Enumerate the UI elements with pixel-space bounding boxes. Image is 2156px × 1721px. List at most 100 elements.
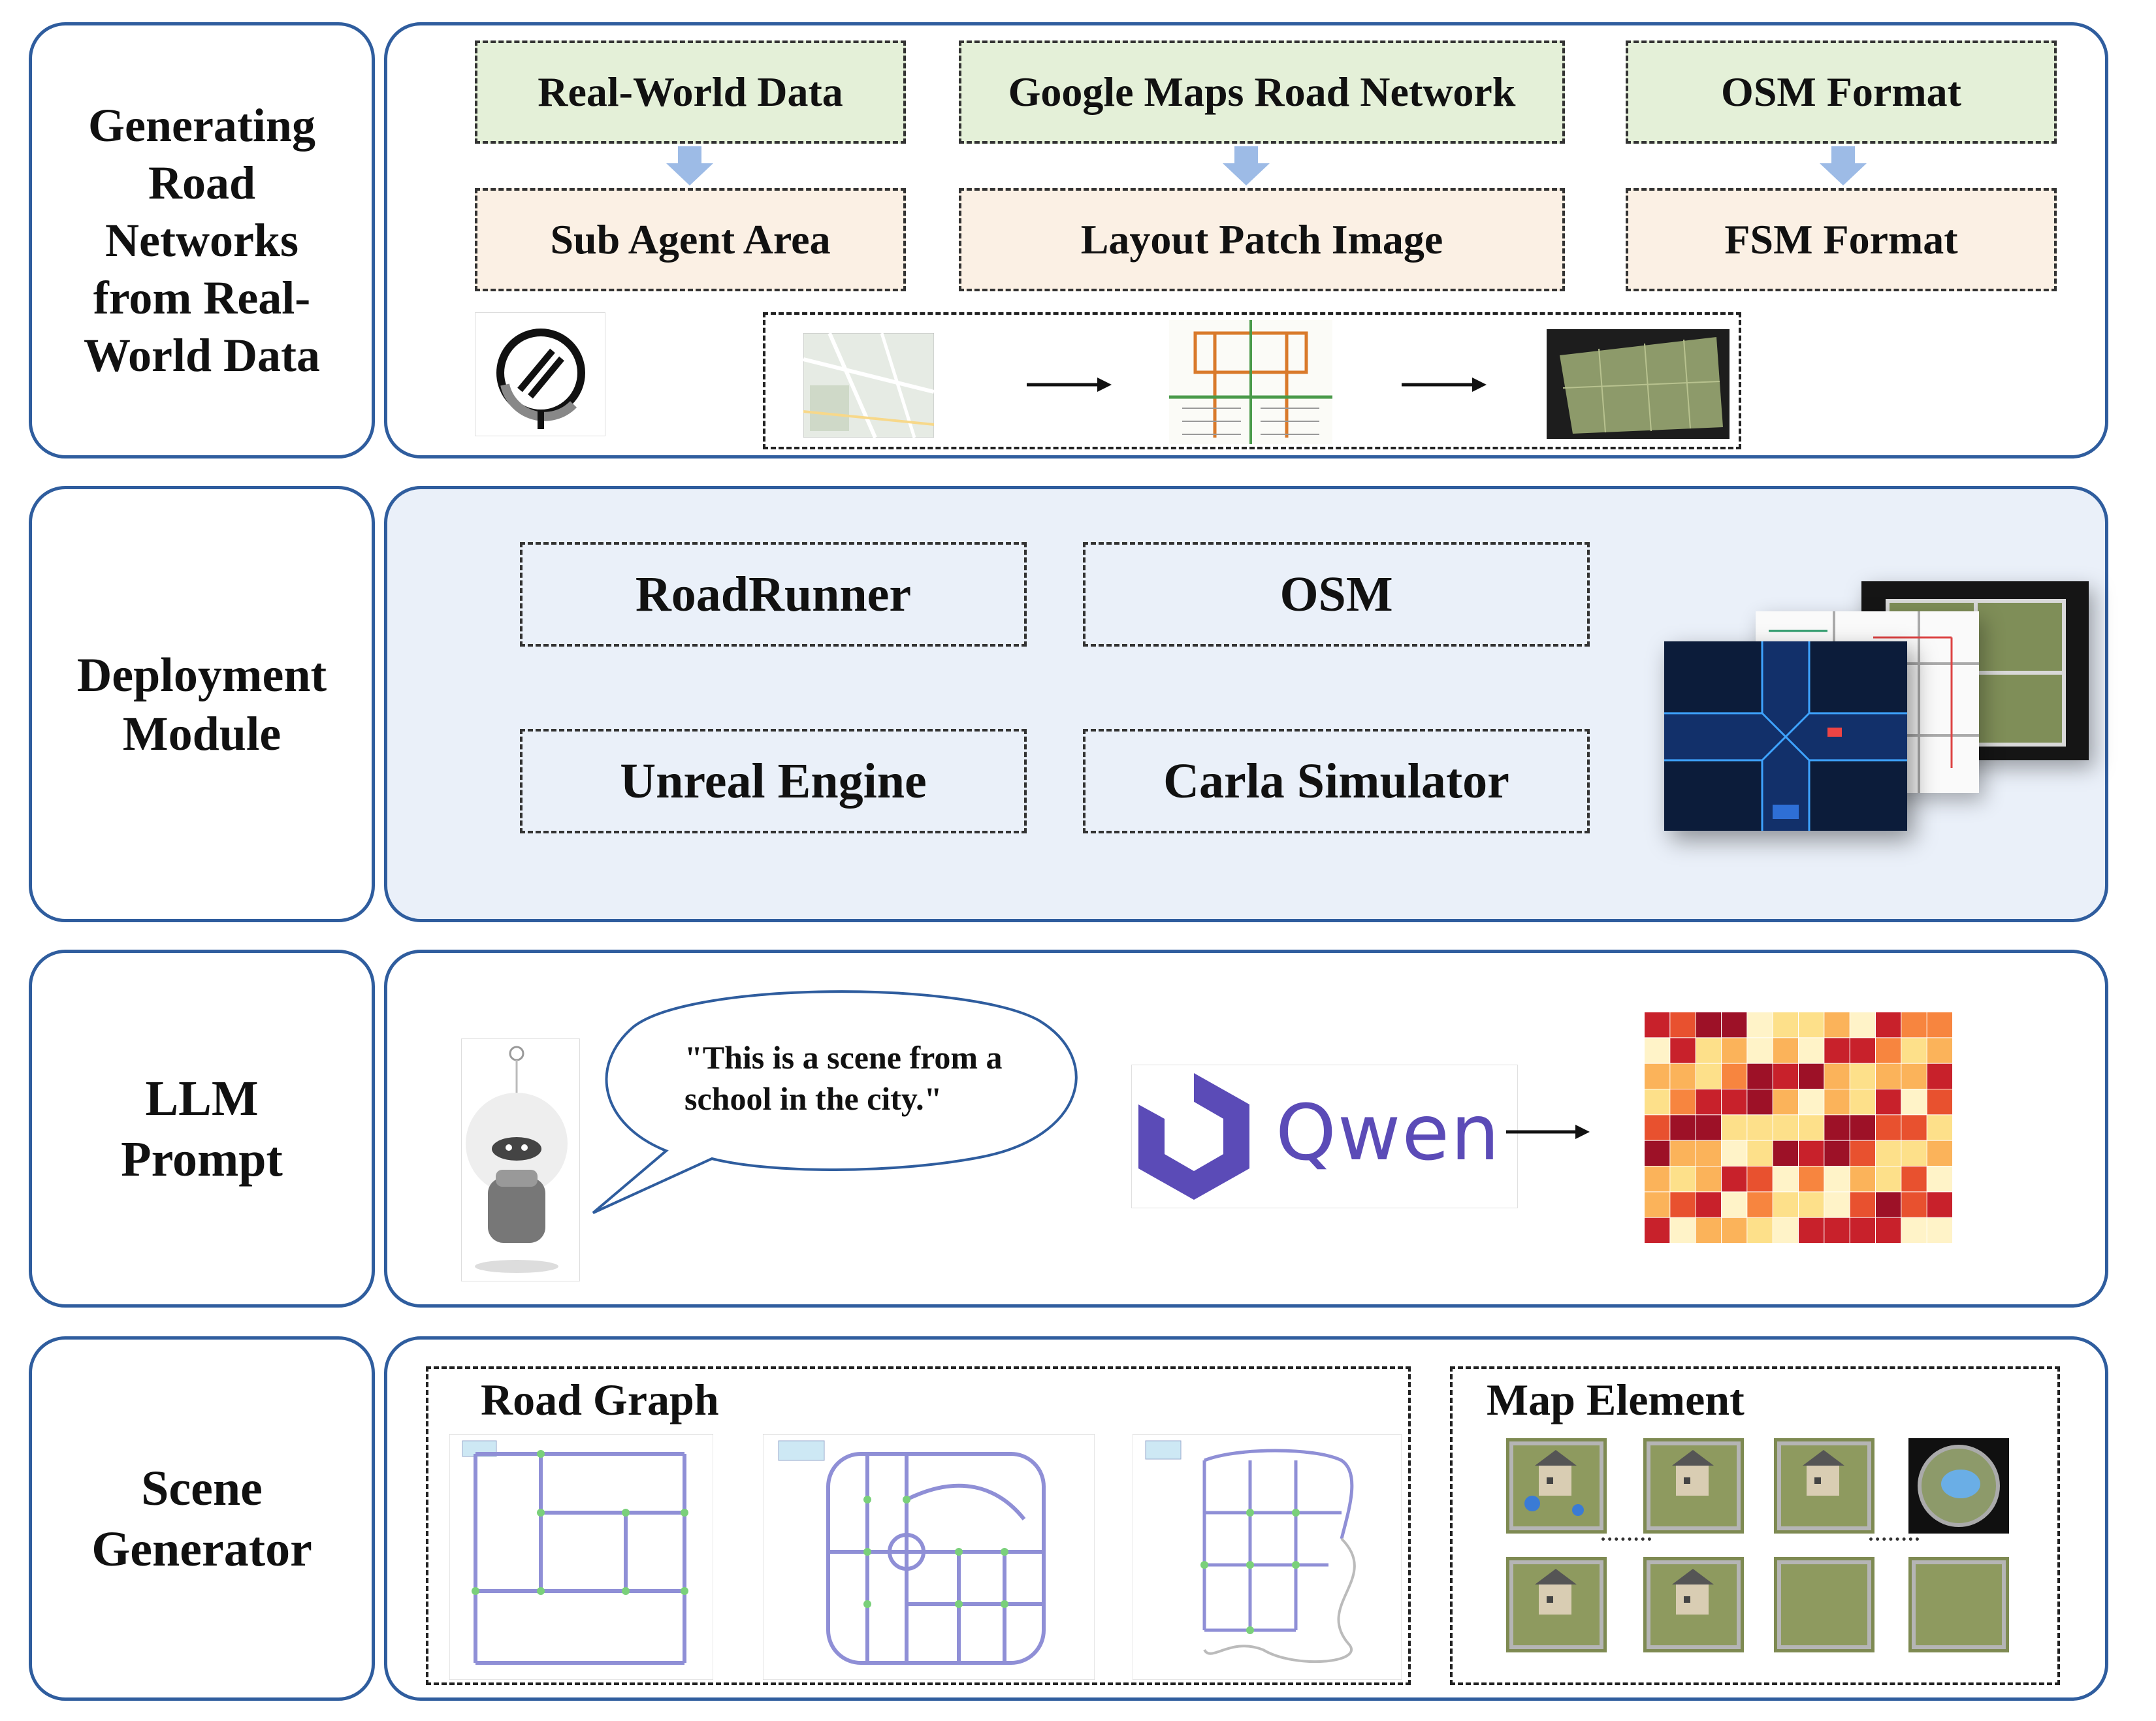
heatmap-cell [1670, 1166, 1696, 1192]
heatmap-cell [1824, 1140, 1850, 1166]
heatmap-cell [1927, 1038, 1952, 1063]
heatmap-cell [1824, 1063, 1850, 1089]
fsm-thumbnail [1547, 329, 1730, 439]
row-deployment-label: Deployment Module [76, 648, 327, 761]
heatmap-cell [1824, 1089, 1850, 1115]
row-generating-label-panel: Generating Road Networks from Real-World… [29, 22, 375, 458]
row-deployment-label-panel: Deployment Module [29, 486, 375, 922]
heatmap-cell [1722, 1012, 1747, 1038]
speech-bubble [592, 990, 1078, 1214]
heatmap-cell [1722, 1063, 1747, 1089]
right-arrow-icon [1027, 378, 1112, 392]
heatmap-cell [1670, 1217, 1696, 1243]
heatmap-cell [1696, 1217, 1721, 1243]
map-element-tile [1908, 1557, 2009, 1652]
heatmap-cell [1850, 1166, 1875, 1192]
row-llm-label-panel: LLM Prompt [29, 950, 375, 1308]
heatmap-cell [1645, 1063, 1670, 1089]
map-element-tile [1774, 1438, 1874, 1534]
heatmap-cell [1773, 1115, 1798, 1140]
row-scene-label-panel: Scene Generator [29, 1336, 375, 1701]
heatmap-cell [1927, 1115, 1952, 1140]
heatmap-cell [1799, 1115, 1824, 1140]
heatmap-cell [1901, 1115, 1927, 1140]
openai-logo-tile [475, 312, 605, 436]
map-element-tile-art [1506, 1438, 1607, 1534]
map-element-title: Map Element [1487, 1375, 1745, 1424]
heatmap-cell [1824, 1192, 1850, 1217]
row-llm-label: LLM Prompt [121, 1071, 283, 1187]
heatmap-cell [1670, 1140, 1696, 1166]
heatmap-cell [1670, 1012, 1696, 1038]
heatmap-cell [1799, 1140, 1824, 1166]
road-graph-plot-2 [763, 1434, 1095, 1680]
heatmap-cell [1799, 1038, 1824, 1063]
heatmap-cell [1773, 1217, 1798, 1243]
heatmap-cell [1696, 1038, 1721, 1063]
box-real-world-data: Real-World Data [475, 40, 906, 144]
heatmap-cell [1645, 1089, 1670, 1115]
heatmap-cell [1773, 1089, 1798, 1115]
heatmap-cell [1645, 1012, 1670, 1038]
heatmap-cell [1876, 1115, 1901, 1140]
heatmap-cell [1773, 1140, 1798, 1166]
box-roadrunner: RoadRunner [520, 542, 1027, 647]
heatmap-cell [1824, 1012, 1850, 1038]
box-carla-simulator: Carla Simulator [1083, 729, 1590, 833]
map-element-tile-art [1643, 1438, 1744, 1534]
heatmap-cell [1747, 1192, 1773, 1217]
heatmap-thumbnail [1645, 1012, 1952, 1243]
heatmap-cell [1824, 1115, 1850, 1140]
map-element-tile-art [1908, 1438, 2009, 1534]
heatmap-cell [1850, 1038, 1875, 1063]
heatmap-cell [1747, 1089, 1773, 1115]
heatmap-cell [1722, 1115, 1747, 1140]
ellipsis-dots [1869, 1537, 1919, 1541]
heatmap-cell [1901, 1140, 1927, 1166]
heatmap-cell [1876, 1192, 1901, 1217]
heatmap-cell [1850, 1012, 1875, 1038]
openai-logo-icon [496, 329, 585, 429]
heatmap-cell [1799, 1192, 1824, 1217]
heatmap-cell [1901, 1192, 1927, 1217]
box-layout-patch-image: Layout Patch Image [959, 188, 1565, 291]
heatmap-cell [1645, 1192, 1670, 1217]
heatmap-cell [1927, 1012, 1952, 1038]
heatmap-cell [1670, 1115, 1696, 1140]
heatmap-cell [1876, 1166, 1901, 1192]
heatmap-cell [1773, 1063, 1798, 1089]
map-element-tile-art [1908, 1557, 2009, 1652]
heatmap-cell [1876, 1140, 1901, 1166]
heatmap-cell [1850, 1089, 1875, 1115]
speech-text: "This is a scene from a school in the ci… [684, 1039, 1003, 1117]
heatmap-cell [1696, 1115, 1721, 1140]
box-fsm-format: FSM Format [1626, 188, 2057, 291]
down-arrow-icon [1820, 146, 1867, 185]
heatmap-cell [1927, 1089, 1952, 1115]
down-arrow-icon [1223, 146, 1270, 185]
heatmap-cell [1696, 1012, 1721, 1038]
heatmap-cell [1850, 1217, 1875, 1243]
heatmap-cell [1850, 1115, 1875, 1140]
box-unreal-engine: Unreal Engine [520, 729, 1027, 833]
heatmap-cell [1901, 1038, 1927, 1063]
heatmap-cell [1773, 1038, 1798, 1063]
layout-patch-thumbnail [1169, 320, 1332, 444]
robot-icon [466, 1046, 568, 1273]
carla-intersection-screenshot [1664, 641, 1907, 831]
heatmap-cell [1696, 1192, 1721, 1217]
map-element-group [1450, 1366, 2060, 1685]
heatmap-cell [1696, 1140, 1721, 1166]
qwen-wordmark: Qwen [1276, 1087, 1501, 1178]
heatmap-cell [1927, 1192, 1952, 1217]
heatmap-cell [1645, 1166, 1670, 1192]
box-sub-agent-area: Sub Agent Area [475, 188, 906, 291]
heatmap-cell [1747, 1038, 1773, 1063]
heatmap-cell [1696, 1166, 1721, 1192]
map-element-tile [1643, 1438, 1744, 1534]
heatmap-cell [1722, 1192, 1747, 1217]
heatmap-cell [1927, 1140, 1952, 1166]
heatmap-cell [1773, 1166, 1798, 1192]
right-arrow-icon [1402, 378, 1487, 392]
road-graph-title: Road Graph [481, 1375, 719, 1424]
